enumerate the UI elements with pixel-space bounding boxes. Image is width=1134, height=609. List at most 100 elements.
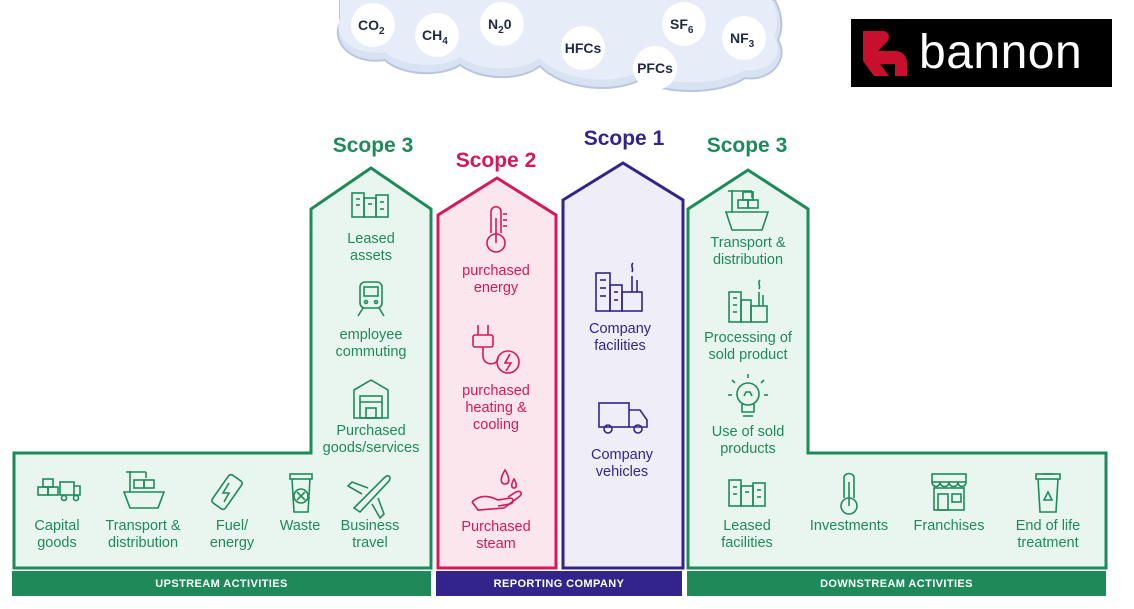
upstream-tower-label-1: Leased	[347, 231, 395, 247]
downstream-item-use-of-products: Use of sold products	[712, 374, 785, 457]
upstream-tower-label-3: Purchased	[336, 423, 405, 439]
reporting-company-bar: REPORTING COMPANY	[436, 571, 682, 596]
downstream-item-processing: Processing of sold product	[704, 279, 793, 363]
scope2-label-3b: steam	[476, 536, 516, 552]
downstream-item-investments: Investments	[810, 472, 888, 534]
gas-bubble-sf6	[662, 2, 706, 46]
waste-bin-icon	[289, 473, 313, 513]
scope2-shape	[436, 176, 558, 570]
upstream-item-transport: Transport & distribution	[105, 471, 181, 551]
scope2-title: Scope 2	[456, 149, 537, 172]
gas-bubble-pfcs	[633, 46, 677, 90]
emissions-cloud: CO2 CH4 N20 HFCs PFCs SF6 NF3	[336, 0, 783, 92]
scope2-label-1: purchased	[462, 263, 530, 279]
downstream-item-leased-facilities: Leased facilities	[721, 479, 773, 551]
upstream-item-fuel-energy: Fuel/ energy	[210, 473, 255, 551]
energy-battery-icon	[211, 473, 243, 511]
gas-n2o: N20	[488, 16, 512, 36]
downstream-activities-bar: DOWNSTREAM ACTIVITIES	[687, 571, 1106, 596]
gas-pfcs: PFCs	[637, 60, 673, 76]
gas-co2: CO2	[358, 17, 385, 37]
scope2-label-2: purchased	[462, 383, 530, 399]
scope1-label-2: Company	[591, 447, 654, 463]
office-building-icon	[351, 192, 389, 218]
upstream-base-label-1: Capital	[34, 518, 79, 534]
downstream-item-transport: Transport & distribution	[710, 190, 786, 268]
upstream-item-waste: Waste	[280, 473, 321, 534]
upstream-item-leased-assets: Leased assets	[347, 192, 395, 264]
lightbulb-icon	[728, 374, 768, 417]
downstream-base-label-4: End of life	[1016, 518, 1081, 534]
upstream-base-label-3b: energy	[210, 535, 255, 551]
bannon-logo-text: bannon	[919, 26, 1083, 79]
downstream-tower-label-3: Use of sold	[712, 424, 785, 440]
downstream-base-label-1b: facilities	[721, 535, 773, 551]
gas-sf6: SF6	[670, 16, 694, 36]
upstream-base-label-2: Transport &	[105, 518, 181, 534]
thermometer-icon	[486, 205, 507, 253]
downstream-base-label-4b: treatment	[1017, 535, 1078, 551]
scope1-item-company-vehicles: Company vehicles	[591, 402, 654, 480]
scope2-item-purchased-steam: Purchased steam	[461, 468, 531, 552]
scope1-item-company-facilities: Company facilities	[589, 262, 652, 354]
scope2-label-2b: heating &	[465, 400, 527, 416]
upstream-base-label-2b: distribution	[108, 535, 178, 551]
gas-bubble-hfcs	[561, 26, 605, 70]
train-icon	[357, 281, 385, 317]
factory-icon	[595, 262, 643, 312]
downstream-scope3-shape	[686, 168, 1108, 570]
bannon-logo-mark	[863, 31, 907, 76]
downstream-tower-label-1b: distribution	[713, 252, 783, 268]
downstream-tower-label-2b: sold product	[709, 347, 788, 363]
gas-bubble-ch4	[415, 13, 459, 57]
scope1-label-1: Company	[589, 321, 652, 337]
upstream-base-label-1b: goods	[37, 535, 77, 551]
upstream-activities-bar: UPSTREAM ACTIVITIES	[12, 571, 431, 596]
goods-truck-icon	[37, 478, 81, 502]
cargo-ship-icon	[724, 190, 770, 231]
upstream-tower-label-2: employee	[340, 327, 403, 343]
upstream-scope3-shape	[12, 166, 433, 570]
upstream-base-label-3: Fuel/	[216, 518, 249, 534]
gas-hfcs: HFCs	[565, 40, 602, 56]
downstream-tower-label-3b: products	[720, 441, 776, 457]
scope1-label-2b: vehicles	[596, 464, 648, 480]
gas-bubble-n2o	[480, 2, 524, 46]
warehouse-icon	[353, 379, 389, 419]
downstream-scope3-title: Scope 3	[707, 134, 788, 157]
upstream-base-label-5b: travel	[352, 535, 387, 551]
gas-nf3: NF3	[730, 30, 755, 50]
upstream-tower-label-3b: goods/services	[323, 440, 420, 456]
upstream-tower-label-2b: commuting	[336, 344, 407, 360]
plug-lightning-icon	[472, 325, 520, 374]
scope1-title: Scope 1	[584, 127, 665, 150]
scope1-label-1b: facilities	[594, 338, 646, 354]
factory-icon	[728, 279, 768, 323]
scope1-shape	[561, 161, 685, 570]
scope2-label-2c: cooling	[473, 417, 519, 433]
steam-hand-icon	[471, 468, 522, 511]
scope2-item-purchased-energy: purchased energy	[462, 205, 530, 296]
scope2-label-1b: energy	[474, 280, 519, 296]
delivery-truck-icon	[598, 402, 648, 434]
downstream-tower-label-1: Transport &	[710, 235, 786, 251]
cargo-ship-icon	[122, 471, 166, 509]
upstream-base-label-4: Waste	[280, 518, 321, 534]
scope2-item-heating-cooling: purchased heating & cooling	[462, 325, 530, 433]
downstream-base-label-1: Leased	[723, 518, 771, 534]
downstream-tower-label-2: Processing of	[704, 330, 793, 346]
upstream-item-employee-commuting: employee commuting	[336, 281, 407, 360]
scope2-label-3: Purchased	[461, 519, 530, 535]
downstream-base-label-3: Franchises	[914, 518, 985, 534]
storefront-icon	[931, 473, 967, 511]
office-building-icon	[728, 479, 766, 507]
recycle-bin-icon	[1035, 473, 1061, 513]
upstream-scope3-title: Scope 3	[333, 134, 414, 157]
downstream-item-franchises: Franchises	[914, 473, 985, 534]
gas-bubble-nf3	[722, 16, 766, 60]
gas-bubble-co2	[351, 3, 395, 47]
bannon-logo: bannon	[851, 19, 1112, 87]
gas-ch4: CH4	[422, 27, 448, 47]
upstream-base-label-5: Business	[341, 518, 400, 534]
